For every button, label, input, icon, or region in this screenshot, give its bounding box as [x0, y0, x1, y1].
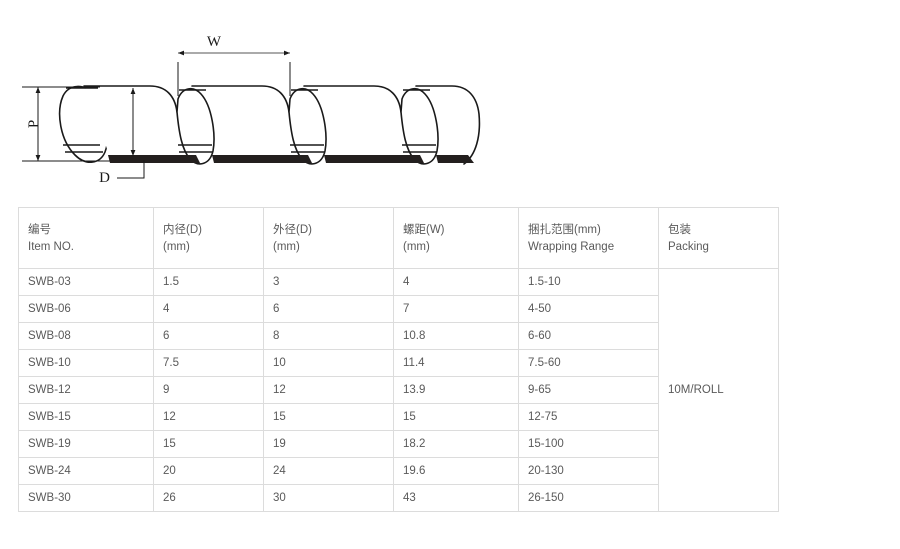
header-en: (mm) — [273, 241, 300, 253]
cell-inner-diameter: 20 — [153, 457, 264, 485]
cell-wrapping-range: 12-75 — [518, 403, 659, 431]
table-header-row: 编号 Item NO. 内径(D) (mm) 外径(D) (mm) 螺距(W) … — [18, 207, 779, 269]
cell-pitch: 18.2 — [393, 430, 519, 458]
cell-item-no: SWB-03 — [18, 268, 154, 296]
column-header-inner-diameter: 内径(D) (mm) — [153, 207, 264, 269]
cell-inner-diameter: 9 — [153, 376, 264, 404]
spec-table-container: 编号 Item NO. 内径(D) (mm) 外径(D) (mm) 螺距(W) … — [18, 207, 779, 512]
coil-3-top-edge — [303, 85, 402, 113]
shadow-seg-2 — [212, 155, 312, 163]
product-diagram: P W D — [0, 0, 900, 200]
specification-table: 编号 Item NO. 内径(D) (mm) 外径(D) (mm) 螺距(W) … — [18, 207, 779, 512]
dimension-w — [177, 50, 291, 96]
cell-inner-diameter: 15 — [153, 430, 264, 458]
header-en: Packing — [668, 241, 709, 253]
cell-inner-diameter: 7.5 — [153, 349, 264, 377]
cell-inner-diameter: 1.5 — [153, 268, 264, 296]
cell-pitch: 10.8 — [393, 322, 519, 350]
header-cn: 包装 — [668, 224, 691, 237]
cell-wrapping-range: 26-150 — [518, 484, 659, 512]
header-cn: 捆扎范围(mm) — [528, 224, 601, 237]
cell-outer-diameter: 8 — [263, 322, 394, 350]
column-header-item-no: 编号 Item NO. — [18, 207, 154, 269]
column-header-pitch: 螺距(W) (mm) — [393, 207, 519, 269]
dimension-label-p: P — [26, 120, 42, 128]
cell-packing: 10M/ROLL — [658, 268, 779, 512]
cell-wrapping-range: 20-130 — [518, 457, 659, 485]
cell-inner-diameter: 12 — [153, 403, 264, 431]
coil-2-top-edge — [191, 85, 290, 113]
cell-wrapping-range: 15-100 — [518, 430, 659, 458]
cell-inner-diameter: 6 — [153, 322, 264, 350]
cell-pitch: 15 — [393, 403, 519, 431]
shadow-seg-1 — [108, 155, 200, 163]
cell-inner-diameter: 4 — [153, 295, 264, 323]
shadow-seg-4 — [436, 155, 474, 163]
cell-outer-diameter: 3 — [263, 268, 394, 296]
column-header-packing: 包装 Packing — [658, 207, 779, 269]
cell-wrapping-range: 7.5-60 — [518, 349, 659, 377]
ring-hatch-marks — [63, 87, 437, 153]
cell-item-no: SWB-19 — [18, 430, 154, 458]
cell-outer-diameter: 12 — [263, 376, 394, 404]
coil-1-web — [84, 86, 176, 152]
cell-item-no: SWB-08 — [18, 322, 154, 350]
cell-pitch: 4 — [393, 268, 519, 296]
header-en: (mm) — [163, 241, 190, 253]
header-en: (mm) — [403, 241, 430, 253]
cell-item-no: SWB-24 — [18, 457, 154, 485]
cell-pitch: 19.6 — [393, 457, 519, 485]
dimension-label-w: W — [207, 34, 222, 50]
cell-pitch: 13.9 — [393, 376, 519, 404]
header-en: Item NO. — [28, 241, 75, 253]
spiral-band-illustration: P W D — [22, 34, 481, 186]
header-cn: 螺距(W) — [403, 224, 445, 237]
dimension-d — [117, 160, 145, 179]
cell-outer-diameter: 19 — [263, 430, 394, 458]
cell-item-no: SWB-15 — [18, 403, 154, 431]
cell-pitch: 11.4 — [393, 349, 519, 377]
cell-wrapping-range: 1.5-10 — [518, 268, 659, 296]
header-cn: 外径(D) — [273, 224, 312, 237]
cell-outer-diameter: 24 — [263, 457, 394, 485]
cell-outer-diameter: 15 — [263, 403, 394, 431]
header-en: Wrapping Range — [528, 241, 615, 253]
header-cn: 编号 — [28, 224, 51, 237]
cell-pitch: 7 — [393, 295, 519, 323]
d-leader — [117, 160, 145, 179]
column-header-outer-diameter: 外径(D) (mm) — [263, 207, 394, 269]
cell-item-no: SWB-12 — [18, 376, 154, 404]
cell-outer-diameter: 30 — [263, 484, 394, 512]
shadow-seg-3 — [324, 155, 424, 163]
cell-outer-diameter: 10 — [263, 349, 394, 377]
cell-wrapping-range: 9-65 — [518, 376, 659, 404]
cell-item-no: SWB-30 — [18, 484, 154, 512]
band-bottom-shadow — [108, 155, 474, 163]
cell-inner-diameter: 26 — [153, 484, 264, 512]
column-header-wrapping-range: 捆扎范围(mm) Wrapping Range — [518, 207, 659, 269]
cell-wrapping-range: 4-50 — [518, 295, 659, 323]
cell-item-no: SWB-06 — [18, 295, 154, 323]
cell-pitch: 43 — [393, 484, 519, 512]
cell-item-no: SWB-10 — [18, 349, 154, 377]
dimension-p — [22, 86, 110, 162]
dimension-label-d: D — [99, 170, 110, 186]
cell-wrapping-range: 6-60 — [518, 322, 659, 350]
cell-outer-diameter: 6 — [263, 295, 394, 323]
coil-4-top-edge — [415, 85, 481, 165]
coil-1-top-edge — [83, 85, 178, 113]
header-cn: 内径(D) — [163, 224, 202, 237]
